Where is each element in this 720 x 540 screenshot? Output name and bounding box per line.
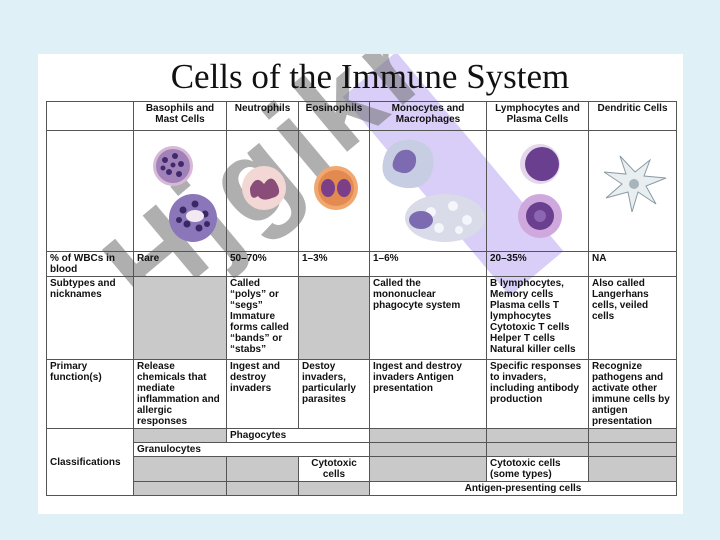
cls-phagocytes: Phagocytes — [226, 428, 370, 443]
cell-subtypes-basophils — [133, 276, 227, 360]
monocyte-macrophage-image — [369, 130, 487, 252]
cell-wbc-neutrophils: 50–70% — [226, 251, 299, 277]
lymphocyte-plasma-image — [486, 130, 589, 252]
cls-empty-11 — [588, 456, 677, 482]
classification-row-antigen: Antigen-presenting cells — [47, 481, 677, 496]
cls-empty-1 — [133, 428, 227, 443]
cls-empty-2 — [369, 428, 487, 443]
cls-empty-7 — [588, 442, 677, 457]
cls-empty-10 — [369, 456, 487, 482]
cls-empty-5 — [369, 442, 487, 457]
row-subtypes: Subtypes and nicknames Called “polys” or… — [46, 276, 677, 360]
row-function: Primary function(s) Release chemicals th… — [46, 359, 677, 429]
row-label-wbc: % of WBCs in blood — [46, 251, 134, 277]
row-label-function: Primary function(s) — [46, 359, 134, 429]
basophil-image — [133, 130, 227, 252]
column-header-neutrophils: Neutrophils — [226, 101, 299, 131]
cls-empty-8 — [133, 456, 227, 482]
classification-row-phagocytes: Classifications Phagocytes — [46, 428, 677, 496]
image-row — [46, 130, 677, 252]
cls-granulocytes: Granulocytes — [133, 442, 370, 457]
cell-function-monocytes: Ingest and destroy invaders Antigen pres… — [369, 359, 487, 429]
column-header-monocytes: Monocytes and Macrophages — [369, 101, 487, 131]
dendritic-cell-image — [588, 130, 677, 252]
column-header-eosinophils: Eosinophils — [298, 101, 370, 131]
cell-function-eosinophils: Destoy invaders, particularly parasites — [298, 359, 370, 429]
neutrophil-image — [226, 130, 299, 252]
cell-wbc-monocytes: 1–6% — [369, 251, 487, 277]
row-label-subtypes: Subtypes and nicknames — [46, 276, 134, 360]
cell-subtypes-eosinophils — [298, 276, 370, 360]
cell-function-neutrophils: Ingest and destroy invaders — [226, 359, 299, 429]
page-title: Cells of the Immune System — [170, 57, 570, 96]
cell-function-lymphocytes: Specific responses to invaders, includin… — [486, 359, 589, 429]
cell-function-basophils: Release chemicals that mediate inflammat… — [133, 359, 227, 429]
cls-empty-6 — [486, 442, 589, 457]
cell-subtypes-neutrophils: Called “polys” or “segs” Immature forms … — [226, 276, 299, 360]
classification-row-granulocytes: Granulocytes — [47, 442, 677, 457]
cell-wbc-lymphocytes: 20–35% — [486, 251, 589, 277]
cls-empty-9 — [226, 456, 299, 482]
cell-wbc-eosinophils: 1–3% — [298, 251, 370, 277]
cell-function-dendritic: Recognize pathogens and activate other i… — [588, 359, 677, 429]
cls-empty-3 — [486, 428, 589, 443]
cls-cytotoxic-some: Cytotoxic cells (some types) — [486, 456, 589, 482]
header-corner — [46, 101, 134, 131]
cls-antigen-presenting: Antigen-presenting cells — [369, 481, 677, 496]
immune-cells-table: Basophils and Mast Cells Neutrophils Eos… — [46, 101, 677, 496]
column-header-lymphocytes: Lymphocytes and Plasma Cells — [486, 101, 589, 131]
image-row-label — [46, 130, 134, 252]
cell-wbc-basophils: Rare — [133, 251, 227, 277]
cls-empty-14 — [298, 481, 370, 496]
column-header-basophils: Basophils and Mast Cells — [133, 101, 227, 131]
row-label-classifications: Classifications — [46, 428, 134, 496]
column-header-dendritic: Dendritic Cells — [588, 101, 677, 131]
cell-subtypes-lymphocytes: B lymphocytes, Memory cells Plasma cells… — [486, 276, 589, 360]
cls-empty-13 — [226, 481, 299, 496]
cls-cytotoxic: Cytotoxic cells — [298, 456, 370, 482]
classification-row-cytotoxic: Cytotoxic cells Cytotoxic cells (some ty… — [47, 456, 677, 482]
header-row: Basophils and Mast Cells Neutrophils Eos… — [46, 101, 677, 131]
row-wbc: % of WBCs in blood Rare 50–70% 1–3% 1–6%… — [46, 251, 677, 277]
slide: Hjgjkr Cells of the Immune System Basoph… — [38, 54, 683, 514]
cell-wbc-dendritic: NA — [588, 251, 677, 277]
cell-subtypes-dendritic: Also called Langerhans cells, veiled cel… — [588, 276, 677, 360]
cell-subtypes-monocytes: Called the mononuclear phagocyte system — [369, 276, 487, 360]
cls-empty-12 — [133, 481, 227, 496]
eosinophil-image — [298, 130, 370, 252]
cls-empty-4 — [588, 428, 677, 443]
